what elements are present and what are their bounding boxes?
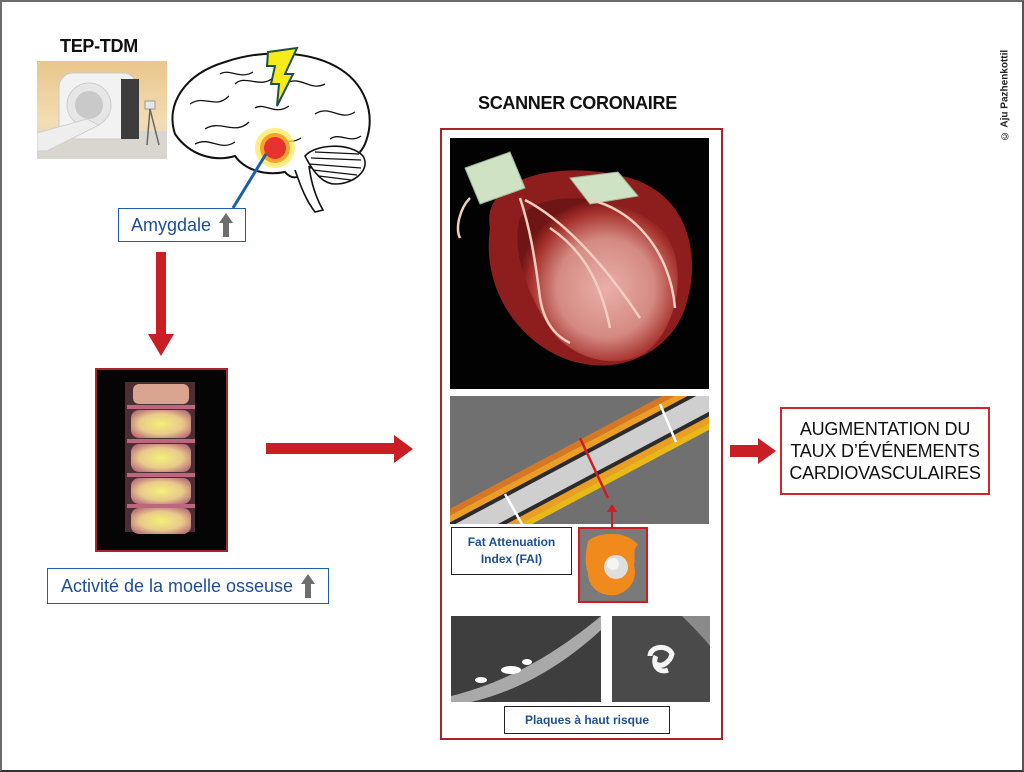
spine-pet-image xyxy=(125,382,195,534)
plaque-longitudinal-image xyxy=(451,616,601,702)
increase-arrow-icon xyxy=(219,213,234,237)
fai-label-box: Fat Attenuation Index (FAI) xyxy=(451,527,572,575)
fai-label: Fat Attenuation Index (FAI) xyxy=(467,535,556,566)
plaques-label: Plaques à haut risque xyxy=(524,712,650,727)
coronary-ct-panel xyxy=(440,128,723,740)
copyright-credit: © Aju Pazhenkottil xyxy=(999,49,1011,141)
plaques-label-box: Plaques à haut risque xyxy=(504,706,670,734)
amygdala-connector-line xyxy=(231,153,268,209)
outcome-arrow-icon xyxy=(730,438,776,464)
outcome-line-3: CARDIOVASCULAIRES xyxy=(789,463,981,483)
amygdala-label: Amygdale xyxy=(130,214,212,235)
pet-ct-scanner-image xyxy=(37,61,167,159)
bone-marrow-label: Activité de la moelle osseuse xyxy=(60,575,294,596)
down-arrow-icon xyxy=(148,252,174,356)
outcome-line-1: AUGMENTATION DU xyxy=(799,419,971,439)
bone-marrow-label-box: Activité de la moelle osseuse xyxy=(47,568,329,604)
heart-ct-image xyxy=(450,138,709,389)
artery-cross-section-image xyxy=(578,527,648,603)
coronary-artery-fai-image xyxy=(450,396,709,524)
outcome-box: AUGMENTATION DU TAUX D’ÉVÉNEMENTS CARDIO… xyxy=(780,407,990,495)
bone-marrow-image-frame xyxy=(95,368,228,552)
outcome-line-2: TAUX D’ÉVÉNEMENTS xyxy=(790,441,980,461)
coronary-ct-title: SCANNER CORONAIRE xyxy=(478,93,677,113)
right-arrow-icon xyxy=(266,435,413,463)
brain-illustration xyxy=(165,44,377,214)
increase-arrow-icon xyxy=(301,574,316,598)
plaque-cross-section-image xyxy=(612,616,710,702)
pet-ct-title: TEP-TDM xyxy=(60,36,138,56)
cross-section-pointer-icon xyxy=(607,504,617,528)
amygdala-label-box: Amygdale xyxy=(118,208,246,242)
